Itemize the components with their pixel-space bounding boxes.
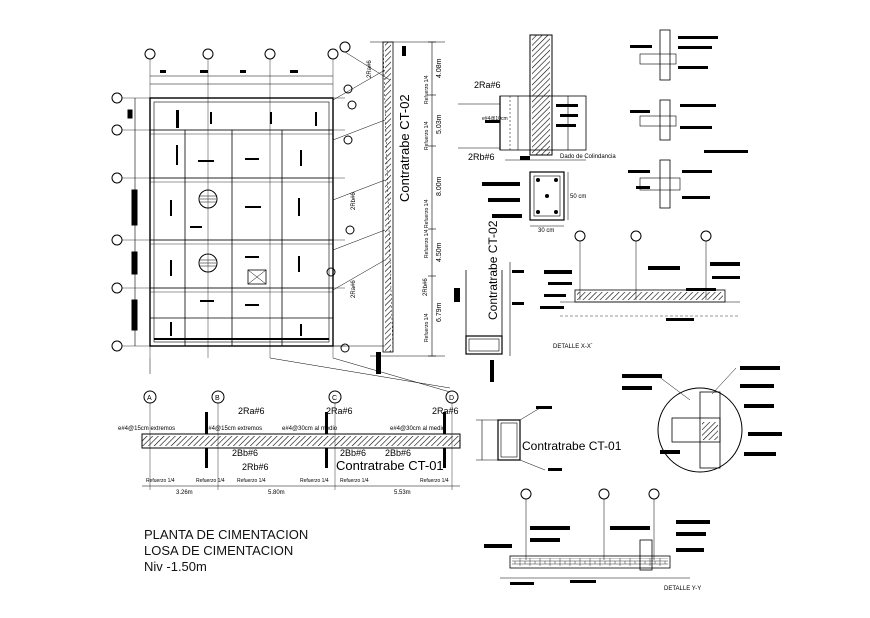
- refuerzo-label: Refuerzo 1/4: [424, 313, 430, 342]
- grid-label-c: C: [332, 395, 337, 402]
- refuerzo-label: Refuerzo 1/4: [424, 229, 430, 258]
- dim-4: 4.50m: [436, 242, 443, 262]
- dim-5: 6.79m: [436, 302, 443, 322]
- bottom-bar-label: 2Rb#6: [242, 462, 269, 472]
- refuerzo-row: Refuerzo 1/4: [300, 478, 329, 484]
- dim-3: 8.00m: [436, 176, 443, 196]
- section-50x30: [482, 171, 569, 227]
- plan-rebar-marks: [154, 70, 329, 340]
- detail-xx-caption: DETALLE X-X´: [553, 344, 593, 350]
- junction-details: [628, 29, 748, 209]
- span-dim: 3.26m: [176, 490, 193, 496]
- refuerzo-label: Refuerzo 1/4: [424, 75, 430, 104]
- top-bar-label: 2Ra#6: [432, 406, 459, 416]
- stirrup-note: e#4@15cm extremos: [205, 426, 262, 432]
- section-width: 30 cm: [538, 228, 554, 234]
- foundation-plan: [111, 48, 451, 393]
- refuerzo-row: Refuerzo 1/4: [146, 478, 175, 484]
- refuerzo-label: Refuerzo 1/4: [424, 199, 430, 228]
- refuerzo-row: Refuerzo 1/4: [237, 478, 266, 484]
- detail-yy: [484, 488, 710, 585]
- column-top-bar: 2Ra#6: [474, 80, 501, 90]
- top-bar-label: 2Ra#6: [238, 406, 265, 416]
- column-stirrup: e#4@10cm: [482, 116, 508, 122]
- grid-label-a: A: [147, 395, 152, 402]
- plan-beams: [150, 129, 333, 346]
- detail-xx: [540, 230, 740, 321]
- refuerzo-row: Refuerzo 1/4: [420, 478, 449, 484]
- ct02-longitudinal: [326, 41, 445, 374]
- column-caption: Dado de Colindancia: [560, 154, 616, 160]
- dim-1: 4.08m: [436, 58, 443, 78]
- grid-label-d: D: [449, 395, 454, 402]
- stirrup-note: e#4@15cm extremos: [118, 426, 175, 432]
- dim-2: 5.03m: [436, 114, 443, 134]
- top-bar-label: 2Ra#6: [326, 406, 353, 416]
- bottom-bar-label: 2Bb#6: [340, 448, 366, 458]
- column-detail: [458, 34, 587, 161]
- bar-label: 2Rb#6: [423, 278, 429, 296]
- grid-label-b: B: [215, 395, 220, 402]
- section-ct01: [476, 406, 562, 471]
- stirrup-note: e#4@30cm al medio: [390, 426, 446, 432]
- column-bottom-bar: 2Rb#6: [468, 152, 495, 162]
- bottom-bar-label: 2Bb#6: [385, 448, 411, 458]
- title-block: PLANTA DE CIMENTACION LOSA DE CIMENTACIO…: [144, 527, 308, 575]
- ct01-beam-title: Contratrabe CT-01: [336, 458, 444, 473]
- ct01-section-title: Contratrabe CT-01: [522, 439, 622, 453]
- bottom-bar-label: 2Bb#6: [232, 448, 258, 458]
- detail-yy-caption: DETALLE Y-Y: [664, 586, 701, 592]
- title-line-1: PLANTA DE CIMENTACION: [144, 527, 309, 542]
- ct01-beam: [141, 390, 461, 490]
- refuerzo-label: Refuerzo 1/4: [424, 121, 430, 150]
- plan-grid-bubbles-left: [111, 92, 345, 352]
- span-dim: 5.53m: [394, 490, 411, 496]
- bar-label: 2Ra#6: [351, 280, 357, 298]
- stirrup-note: e#4@30cm al medio: [282, 426, 338, 432]
- plan-grid-bubbles-top: [144, 48, 339, 358]
- title-line-3: Niv -1.50m: [144, 559, 207, 574]
- section-ct02: [454, 262, 524, 382]
- ct02-long-title: Contratrabe CT-02: [397, 94, 412, 202]
- circle-detail: [622, 366, 782, 473]
- bar-label: 2Ra#6: [367, 60, 373, 78]
- refuerzo-row: Refuerzo 1/4: [196, 478, 225, 484]
- title-line-2: LOSA DE CIMENTACION: [144, 543, 294, 558]
- bar-label: 2Rb#6: [351, 192, 357, 210]
- plan-leaders: [149, 69, 451, 393]
- ct02-section-title: Contratrabe CT-02: [486, 220, 500, 320]
- section-height: 50 cm: [570, 194, 586, 200]
- span-dim: 5.80m: [268, 490, 285, 496]
- refuerzo-row: Refuerzo 1/4: [340, 478, 369, 484]
